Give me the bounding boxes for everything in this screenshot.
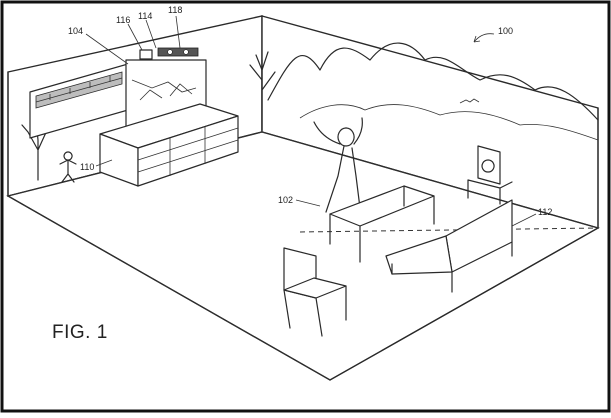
left-wall-tree bbox=[21, 119, 49, 181]
leader-114 bbox=[145, 19, 157, 49]
user-figure bbox=[313, 117, 363, 213]
bird-shape bbox=[459, 98, 480, 104]
dashed-edge-a bbox=[261, 131, 599, 229]
numeral-114: 114 bbox=[138, 11, 153, 21]
numeral-102: 102 bbox=[278, 195, 294, 205]
leader-116 bbox=[127, 23, 143, 51]
dashed-edge-c bbox=[7, 195, 331, 381]
leader-104 bbox=[85, 33, 129, 65]
numeral-104: 104 bbox=[68, 26, 84, 36]
front-chair-legs bbox=[283, 285, 347, 337]
numeral-100: 100 bbox=[498, 26, 514, 36]
sensor-lens-a bbox=[167, 49, 173, 55]
sensor-bar bbox=[157, 47, 199, 57]
display-content-scene bbox=[131, 79, 197, 101]
console-shelves bbox=[137, 127, 239, 176]
leader-112 bbox=[511, 213, 537, 227]
console-side bbox=[137, 115, 239, 187]
leader-118 bbox=[175, 15, 181, 49]
hills-lower bbox=[299, 104, 599, 141]
left-wall-figure bbox=[59, 151, 77, 183]
round-back-chair bbox=[467, 145, 513, 205]
hills bbox=[267, 42, 599, 121]
leader-102 bbox=[295, 199, 321, 207]
camera-device bbox=[139, 49, 153, 60]
numeral-112: 112 bbox=[538, 207, 553, 217]
leader-110 bbox=[95, 159, 113, 167]
numeral-116: 116 bbox=[116, 15, 131, 25]
sofa-legs bbox=[391, 241, 513, 293]
sensor-lens-b bbox=[183, 49, 189, 55]
coffee-table-legs bbox=[329, 185, 435, 263]
figure-caption: FIG. 1 bbox=[52, 322, 108, 343]
dashed-edge-d bbox=[299, 227, 599, 233]
numeral-118: 118 bbox=[168, 5, 183, 15]
numeral-110: 110 bbox=[80, 162, 95, 172]
arrow-100 bbox=[473, 33, 495, 43]
display-image-bricks bbox=[35, 76, 123, 103]
back-wall-tree bbox=[249, 51, 276, 131]
